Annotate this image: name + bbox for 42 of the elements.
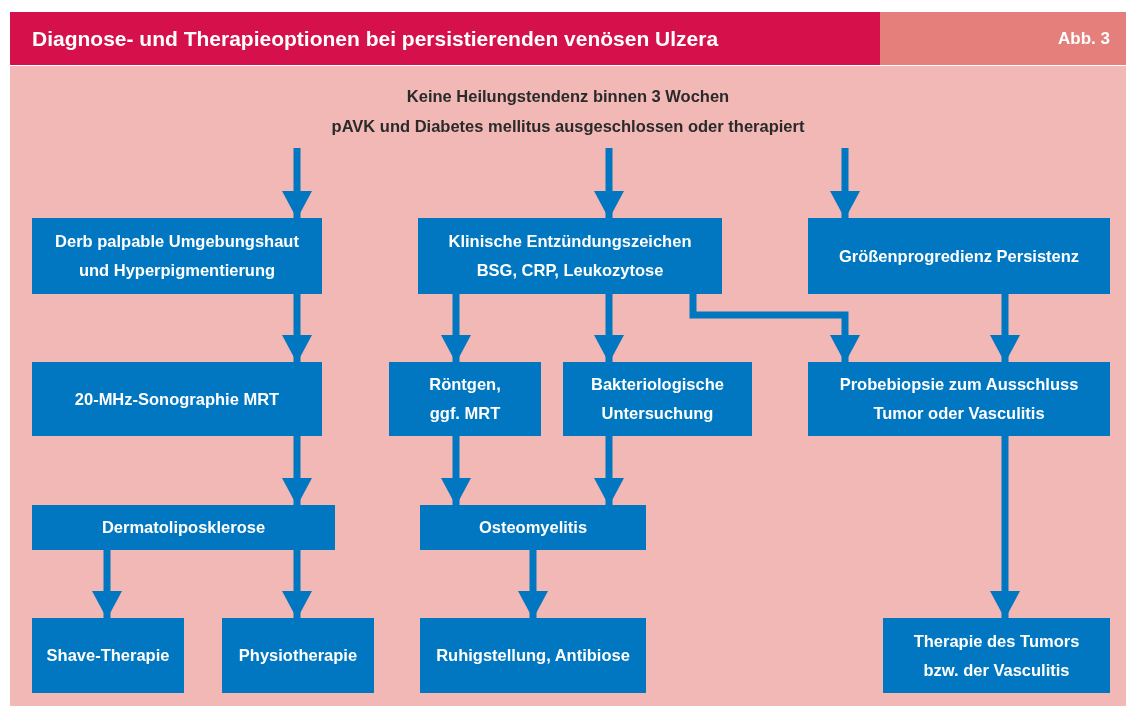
condition-text: Keine Heilungstendenz binnen 3 Wochen — [406, 86, 730, 107]
box-label: Größenprogredienz Persistenz — [838, 245, 1080, 267]
box-label: Klinische Entzündungszeichen BSG, CRP, Leukozytose — [447, 231, 693, 281]
process-box — [32, 362, 322, 436]
process-box — [389, 362, 541, 436]
process-box — [418, 218, 722, 294]
process-box — [883, 618, 1110, 693]
box-label: Probebiopsie zum Ausschluss Tumor oder Vasculitis — [838, 374, 1080, 424]
box-label: 20-MHz-Sonographie MRT — [74, 388, 280, 410]
process-box — [420, 505, 646, 550]
arrow — [441, 294, 471, 363]
process-box — [420, 618, 646, 693]
arrow — [282, 436, 312, 506]
arrow — [990, 294, 1020, 363]
box-label: Osteomyelitis — [478, 517, 588, 538]
box-label: Bakteriologische Untersuchung — [590, 374, 725, 424]
arrow — [518, 550, 548, 619]
box-label: Dermatoliposklerose — [101, 517, 266, 538]
process-box — [563, 362, 752, 436]
box-label: Therapie des Tumors bzw. der Vasculitis — [912, 630, 1081, 681]
arrow — [282, 550, 312, 619]
arrow — [282, 294, 312, 363]
box-label: Shave-Therapie — [46, 645, 170, 666]
box-label: Röntgen, ggf. MRT — [428, 374, 502, 424]
process-box — [222, 618, 374, 693]
figure-number: Abb. 3 — [1058, 28, 1110, 49]
diagram-title: Diagnose- und Therapieoptionen bei persistierenden venösen Ulzera — [32, 26, 719, 51]
arrow — [92, 550, 122, 619]
box-label: Ruhigstellung, Antibiose — [436, 645, 630, 666]
arrow — [441, 436, 471, 506]
arrow — [689, 294, 860, 363]
arrow — [594, 294, 624, 363]
process-box — [32, 505, 335, 550]
box-label: Derb palpable Umgebungshaut und Hyperpigmentierung — [54, 231, 300, 281]
condition-text: pAVK und Diabetes mellitus ausgeschlossen oder therapiert — [331, 116, 805, 137]
process-box — [808, 218, 1110, 294]
arrow — [990, 436, 1020, 619]
process-box — [32, 218, 322, 294]
process-box — [32, 618, 184, 693]
arrow — [594, 436, 624, 506]
box-label: Physiotherapie — [238, 645, 358, 666]
process-box — [808, 362, 1110, 436]
